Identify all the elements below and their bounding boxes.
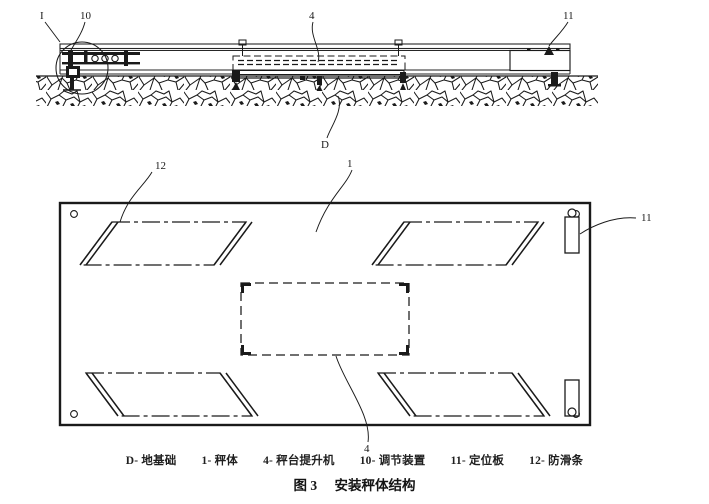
antislip-strip (370, 221, 545, 266)
label-locating-plate-11: 11 (563, 10, 574, 22)
elevation-leaders (44, 21, 569, 139)
antislip-strip (84, 372, 259, 417)
legend-item-1: 1- 秤体 (201, 455, 238, 467)
adjuster-assembly-left (62, 50, 140, 91)
post-foot-right (400, 72, 406, 90)
label-locating-plate-11-plan: 11 (641, 212, 652, 224)
locating-plate-11-elevation (509, 48, 571, 72)
legend-item-10: 10- 调节装置 (359, 455, 426, 467)
label-antislip-12: 12 (155, 160, 166, 172)
figure-caption: 图 3 安装秤体结构 (0, 474, 709, 494)
label-detail-I: I (40, 10, 44, 22)
post-foot-far-right (548, 72, 561, 87)
label-foundation-D: D (321, 139, 329, 151)
plan-leaders (119, 169, 637, 443)
antislip-strip (376, 372, 551, 417)
legend-item-D: D- 地基础 (125, 455, 177, 467)
legend-item-11: 11- 定位板 (450, 455, 505, 467)
label-adjuster-10: 10 (80, 10, 92, 22)
label-scale-body-1: 1 (347, 158, 353, 170)
legend-item-12: 12- 防滑条 (529, 455, 584, 467)
plan-view-group: 12 1 11 4 (58, 158, 652, 455)
antislip-strips-12 (78, 221, 551, 417)
support-posts (232, 39, 561, 91)
caption-number: 图 3 (293, 478, 318, 493)
locating-plates-11-plan (564, 208, 580, 417)
caption-title: 安装秤体结构 (334, 478, 416, 493)
legend-item-4: 4- 秤台提升机 (263, 455, 335, 467)
antislip-strip (78, 221, 253, 266)
label-lifter-4: 4 (309, 10, 315, 22)
post-foot-left (232, 70, 240, 90)
elevation-arrowheads (544, 46, 554, 55)
detail-circle-I (55, 41, 109, 95)
post-foot-mid (316, 76, 323, 91)
lifter-footprint-4 (240, 282, 410, 356)
elevation-view-group: I 10 4 11 D (36, 10, 598, 151)
label-lifter-4-plan: 4 (364, 443, 370, 455)
scale-body-plate-outline (58, 201, 592, 427)
figure-legend: D- 地基础 1- 秤体 4- 秤台提升机 10- 调节装置 11- 定位板 1… (0, 452, 709, 468)
